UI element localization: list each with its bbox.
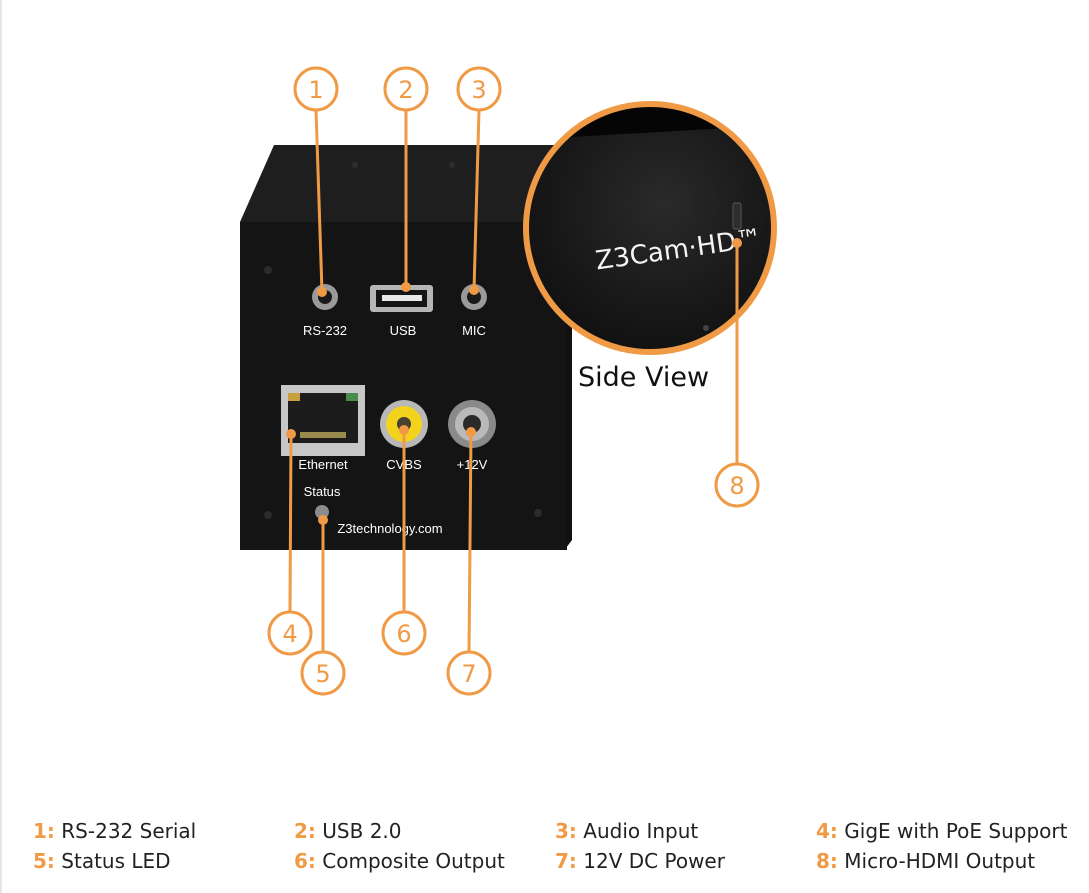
callout-number-8: 8 [729,472,744,500]
callout-circles [267,66,760,696]
website-label: Z3technology.com [337,521,442,536]
legend-number: 8: [816,849,838,873]
screw-top-left [264,266,272,274]
rs232-label: RS-232 [303,323,347,338]
callout-circle-6 [381,610,427,656]
leader-dot-5 [318,515,328,525]
legend-text: USB 2.0 [322,819,402,843]
callout-circle-1 [293,66,339,112]
leader-dots [286,238,742,525]
legend-number: 6: [294,849,316,873]
legend-item-1: 1: RS-232 Serial [33,819,196,843]
screw-bottom-right [534,509,542,517]
leader-dot-8 [732,238,742,248]
legend-text: RS-232 Serial [61,819,197,843]
mic-label: MIC [462,323,486,338]
callout-circle-3 [456,66,502,112]
leader-dot-7 [466,427,476,437]
legend-text: 12V DC Power [583,849,725,873]
legend-item-2: 2: USB 2.0 [294,819,402,843]
leader-3 [472,109,481,291]
status-led [315,505,329,519]
top-screw-1 [352,162,358,168]
leader-dot-4 [286,429,296,439]
callout-circle-4 [267,610,313,656]
legend: 1: RS-232 Serial 5: Status LED 2: USB 2.… [33,815,1073,885]
legend-item-5: 5: Status LED [33,849,171,873]
callout-number-5: 5 [315,660,330,688]
legend-item-3: 3: Audio Input [555,819,698,843]
legend-number: 3: [555,819,577,843]
side-view-caption: Side View [578,362,709,393]
leader-7 [467,431,473,653]
leader-dot-2 [401,282,411,292]
micro-hdmi-port [732,202,742,230]
usb-label: USB [390,323,417,338]
leader-4 [288,433,293,613]
legend-text: Status LED [61,849,171,873]
callout-number-2: 2 [398,76,413,104]
usb-port-tongue [382,295,422,301]
legend-item-8: 8: Micro-HDMI Output [816,849,1035,873]
legend-text: Audio Input [583,819,699,843]
callout-numbers: 1 2 3 4 5 6 7 8 [282,76,744,688]
legend-item-7: 7: 12V DC Power [555,849,725,873]
callout-circle-2 [383,66,429,112]
legend-text: GigE with PoE Support [844,819,1068,843]
callout-circle-5 [300,650,346,696]
legend-item-4: 4: GigE with PoE Support [816,819,1067,843]
legend-item-6: 6: Composite Output [294,849,505,873]
legend-number: 2: [294,819,316,843]
top-screw-2 [449,162,455,168]
legend-number: 4: [816,819,838,843]
callout-number-7: 7 [461,660,476,688]
ethernet-pins [300,432,346,438]
legend-number: 7: [555,849,577,873]
left-border [0,0,2,893]
callout-circle-8 [714,462,760,508]
leader-dot-1 [317,287,327,297]
callout-number-4: 4 [282,620,297,648]
ethernet-label: Ethernet [298,457,348,472]
leader-dot-3 [469,285,479,295]
screw-bottom-left [264,511,272,519]
status-label: Status [304,484,341,499]
legend-text: Composite Output [322,849,505,873]
ethernet-led-left [288,393,300,401]
legend-number: 1: [33,819,55,843]
side-screw [703,325,709,331]
legend-text: Micro-HDMI Output [844,849,1036,873]
zoom-circle-border [523,101,777,355]
callout-leaders [288,109,739,653]
leader-1 [314,109,324,293]
ethernet-led-right [346,393,358,401]
callout-number-3: 3 [471,76,486,104]
callout-number-1: 1 [308,76,323,104]
legend-number: 5: [33,849,55,873]
leader-dot-6 [399,425,409,435]
callout-number-6: 6 [396,620,411,648]
callout-circle-7 [446,650,492,696]
